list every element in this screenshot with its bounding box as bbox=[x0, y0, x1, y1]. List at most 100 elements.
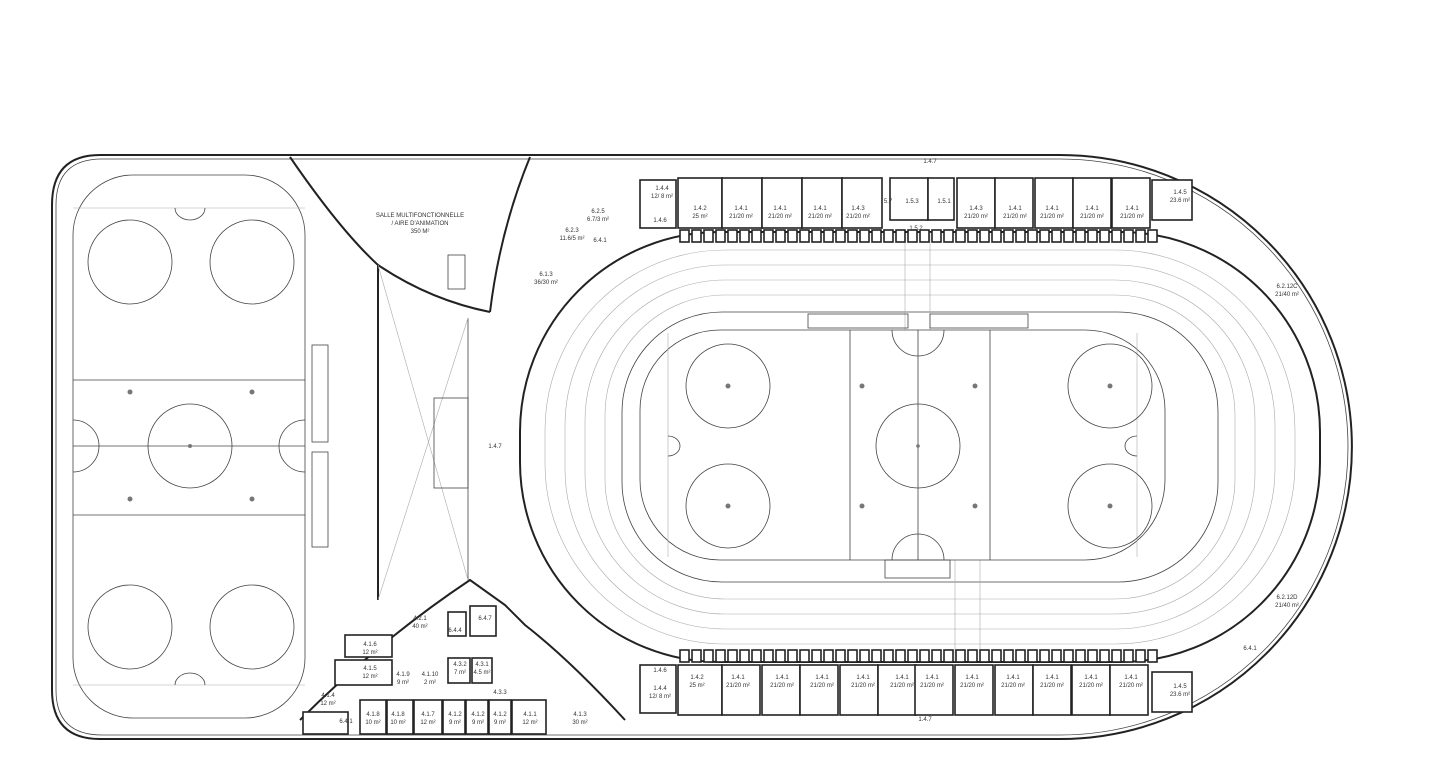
seat-block bbox=[703, 229, 714, 243]
room-area: 36/30 m² bbox=[534, 280, 558, 286]
room-label: 6.1.336/30 m² bbox=[534, 272, 558, 286]
room-label: 1.4.121/20 m² bbox=[1119, 675, 1143, 689]
room-label: 4.1.29 m² bbox=[493, 712, 507, 726]
suite bbox=[1032, 664, 1072, 716]
seat-block bbox=[1051, 229, 1062, 243]
suite bbox=[956, 177, 996, 229]
room-label: 4.3.3 bbox=[493, 690, 507, 696]
seat-block bbox=[715, 649, 726, 663]
seat-block bbox=[775, 229, 786, 243]
suite bbox=[721, 664, 761, 716]
room-code: 4.3.1 bbox=[475, 662, 489, 668]
room-code: 1.4.1 bbox=[1085, 206, 1099, 212]
room-area: 12 m² bbox=[362, 674, 377, 680]
seat-block bbox=[991, 649, 1002, 663]
seat-block bbox=[871, 229, 882, 243]
room-code: 6.2.12C bbox=[1276, 284, 1298, 290]
seat-block bbox=[1075, 649, 1086, 663]
seat-block bbox=[847, 229, 858, 243]
room-label: 1.5.1 bbox=[937, 199, 951, 205]
room-label: 1.4.1 21/20 m² bbox=[1080, 206, 1104, 220]
room-label: 6.4.7 bbox=[478, 616, 492, 622]
seat-block bbox=[907, 229, 918, 243]
room-code: 4.1.10 bbox=[422, 672, 439, 678]
seat-block bbox=[1111, 229, 1122, 243]
suite bbox=[801, 177, 843, 229]
seat-block bbox=[1135, 649, 1146, 663]
room-label: 1.4.121/20 m² bbox=[920, 675, 944, 689]
room-code: 1.4.1 bbox=[813, 206, 827, 212]
room bbox=[1151, 179, 1193, 221]
seat-block bbox=[1087, 229, 1098, 243]
room-label: 6.4.1 bbox=[593, 238, 607, 244]
room-label: 4.1.810 m² bbox=[390, 712, 405, 726]
room-code: 1.4.1 bbox=[773, 206, 787, 212]
room-label: 4.1.102 m² bbox=[422, 672, 439, 686]
room-label: 1.4.121/20 m² bbox=[1003, 206, 1027, 220]
room-code: 4.1.6 bbox=[363, 642, 377, 648]
room bbox=[639, 179, 677, 229]
room-area: 21/20 m² bbox=[726, 683, 750, 689]
room-code: 1.4.1 bbox=[734, 206, 748, 212]
seat-block bbox=[919, 649, 930, 663]
room-area: 21/20 m² bbox=[1040, 214, 1064, 220]
room-label: 1.5.2 bbox=[909, 226, 923, 232]
multipurpose-room-area: 350 M² bbox=[411, 229, 430, 235]
suite bbox=[954, 664, 994, 716]
seat-block bbox=[679, 229, 690, 243]
room-code: 4.3.2 bbox=[453, 662, 467, 668]
seat-block bbox=[967, 649, 978, 663]
main-rink bbox=[639, 329, 1166, 561]
room-area: 21/20 m² bbox=[808, 214, 832, 220]
room-code: 1.4.5 bbox=[1173, 190, 1187, 196]
seat-block bbox=[763, 649, 774, 663]
room-area: 21/20 m² bbox=[1003, 214, 1027, 220]
outer-wall bbox=[51, 154, 1353, 740]
seat-block bbox=[859, 649, 870, 663]
seat-block bbox=[991, 229, 1002, 243]
room-code: 1.4.1 bbox=[965, 675, 979, 681]
room-label: 4.1.6 12 m² bbox=[362, 642, 377, 656]
room-area: 21/20 m² bbox=[846, 214, 870, 220]
room-code: 6.4.1 bbox=[339, 719, 353, 725]
room-code: 4.1.8 bbox=[366, 712, 380, 718]
room-code: 4.1.2 bbox=[471, 712, 485, 718]
multipurpose-room-name: SALLE MULTIFONCTIONNELLE bbox=[376, 213, 464, 219]
seat-block bbox=[1087, 649, 1098, 663]
room-label: 1.4.523.6 m² bbox=[1170, 684, 1190, 698]
room-area: 9 m² bbox=[449, 720, 461, 726]
room-area: 12 m² bbox=[362, 650, 377, 656]
room-area: 21/20 m² bbox=[1080, 214, 1104, 220]
room-code: 6.4.1 bbox=[1243, 646, 1257, 652]
room-code: 1.4.4 bbox=[655, 186, 669, 192]
room-label: 4.3.14.5 m² bbox=[473, 662, 490, 676]
seat-block bbox=[943, 649, 954, 663]
room-area: 12/ 8 m² bbox=[649, 694, 671, 700]
room-code: 6.4.4 bbox=[448, 628, 462, 634]
seat-block bbox=[727, 649, 738, 663]
seat-block bbox=[883, 649, 894, 663]
seat-block bbox=[919, 229, 930, 243]
suites bbox=[639, 177, 1193, 716]
seat-block bbox=[1027, 229, 1038, 243]
seat-block bbox=[847, 649, 858, 663]
practice-rink bbox=[72, 174, 329, 719]
suite bbox=[994, 664, 1034, 716]
room-label: 6.4.1 bbox=[1243, 646, 1257, 652]
seat-block bbox=[715, 229, 726, 243]
room-code: 1.4.3 bbox=[969, 206, 983, 212]
room-label: 6.4.4 bbox=[448, 628, 462, 634]
seat-block bbox=[1039, 229, 1050, 243]
room-label: 1.4.6 bbox=[653, 668, 667, 674]
seat-block bbox=[955, 229, 966, 243]
suite bbox=[677, 664, 723, 716]
stair-room bbox=[889, 177, 929, 221]
room-code: 1.4.7 bbox=[488, 444, 502, 450]
room-label: 1.4.225 m² bbox=[689, 675, 704, 689]
room-label: 6.2.56.7/3 m² bbox=[587, 209, 609, 223]
seat-block bbox=[1027, 649, 1038, 663]
room-code: 1.5.2 bbox=[909, 226, 923, 232]
room-code: 1.4.6 bbox=[653, 218, 667, 224]
room-area: 21/20 m² bbox=[768, 214, 792, 220]
